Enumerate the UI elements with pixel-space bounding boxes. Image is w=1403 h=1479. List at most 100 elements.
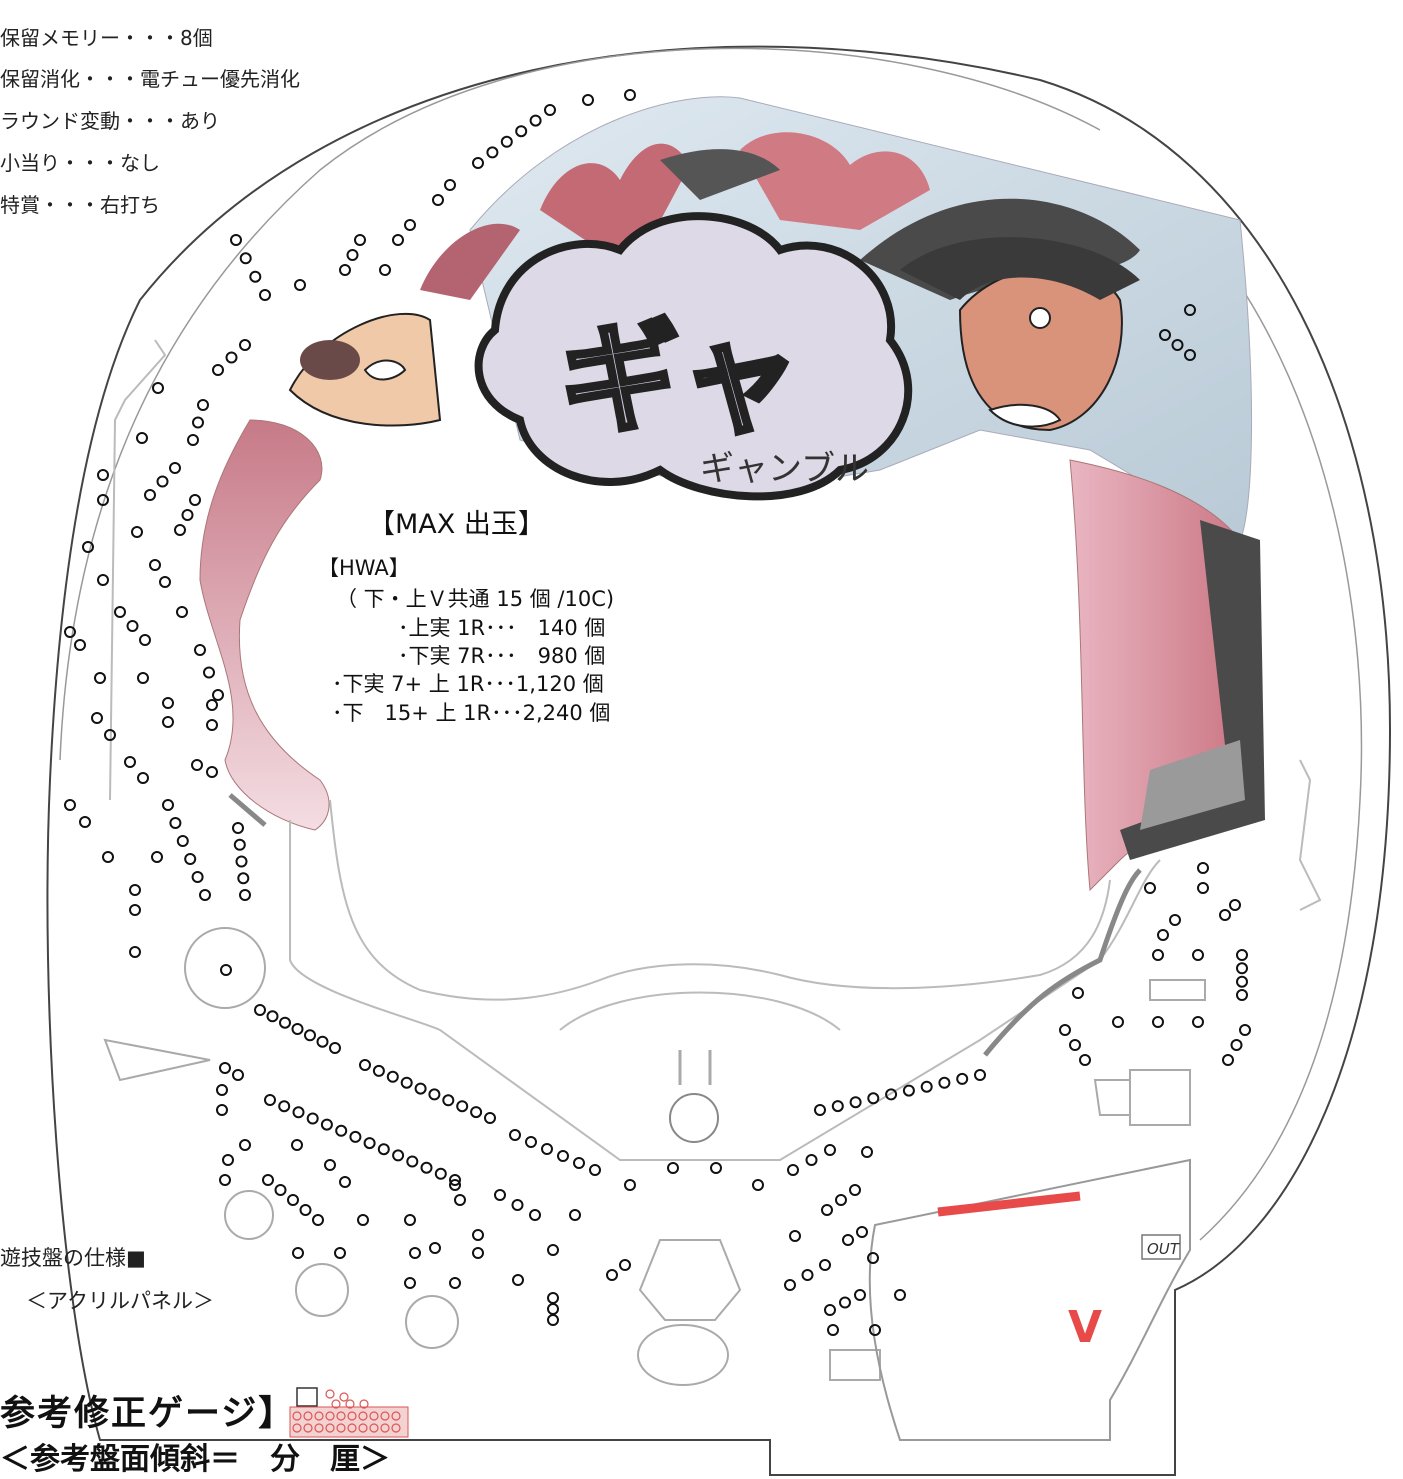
nail [1219,909,1231,921]
center-frame [329,799,1111,1001]
nail [354,234,366,246]
nail [541,1143,553,1155]
nail [131,526,143,538]
nail [91,712,103,724]
nail [137,672,149,684]
nail [206,699,218,711]
nail [94,672,106,684]
nail [956,1072,969,1085]
nail [191,871,204,883]
nail [82,541,94,553]
nail [339,264,351,276]
nail [511,1199,524,1211]
nail [287,1194,299,1206]
nail [404,1214,416,1226]
right-guide-rail [983,868,1142,1057]
nail [784,1279,796,1291]
nail [206,719,218,731]
nail [1236,962,1248,975]
payout-line-lower15-upper1: ･下 15+ 上 1R･･･2,240 個 [332,701,611,725]
gauge-nail [380,1423,390,1433]
nail [74,639,86,651]
nail [259,289,271,301]
nail [525,1136,537,1148]
gauge-nail [358,1411,368,1421]
payout-line-lower-7r: ･下実 7R･･･ 980 個 [398,644,606,668]
gauge-nail [303,1423,313,1433]
nail [432,194,444,206]
nail [279,1016,291,1029]
nail [544,104,556,116]
nail [449,1179,461,1191]
nail [835,1194,847,1206]
nail [494,1189,506,1201]
spec-hold-digest: 保留消化・・・電チュー優先消化 [0,67,300,91]
nail [1197,882,1209,894]
nail [547,1292,559,1304]
nail [266,1010,279,1023]
nail [126,620,139,632]
nail [1157,929,1169,941]
nail [582,94,594,106]
nail [1192,1016,1204,1028]
nail [667,1162,679,1174]
left-ribbon [199,419,330,831]
nail [152,382,164,394]
nail [239,252,252,265]
nail [1236,975,1248,988]
nail [203,666,215,679]
gauge-title: 参考修正ゲージ】 [0,1394,296,1434]
gauge-nail [347,1411,357,1421]
nail [406,1155,419,1168]
gauge-nail [339,1392,349,1402]
nail [235,855,248,868]
nail [149,559,161,571]
nail [404,219,416,231]
nail [129,884,141,896]
nail [299,1204,312,1216]
nail [104,729,116,741]
gauge-nail [336,1423,346,1433]
nail [819,1259,831,1271]
nail [867,1092,880,1105]
nail [974,1069,986,1081]
nail [212,364,224,376]
nail [409,1247,421,1259]
spec-round-change: ラウンド変動・・・あり [0,109,220,133]
attacker-red-bar [937,1191,1081,1217]
payout-line-lower7-upper1: ･下実 7+ 上 1R･･･1,120 個 [332,672,604,696]
nail [920,1080,933,1093]
nail [1079,1054,1091,1066]
nail [787,1164,799,1176]
nail [1184,349,1196,361]
left-guide-rail [228,793,267,827]
nail [335,1124,348,1137]
nail [824,1304,836,1316]
nail [292,1106,305,1119]
nail [176,606,188,618]
nail [938,1076,951,1089]
gauge-nail [314,1423,324,1433]
gauge-nail [391,1411,401,1421]
nail [386,1070,399,1083]
nail [349,1130,362,1143]
nail [192,416,204,429]
nail [827,1324,839,1336]
nail [869,1324,881,1336]
nail [156,475,169,488]
nail [752,1179,764,1191]
nail [1152,949,1164,961]
nail [1144,882,1156,894]
nail [220,964,232,976]
nail [434,1167,447,1180]
nail [377,1143,390,1156]
nail [222,1154,234,1166]
v-zone-label: V [1068,1302,1102,1353]
nail [1222,1054,1234,1066]
nail [589,1164,601,1176]
spec-special-prize: 特賞・・・右打ち [0,193,160,217]
nail [216,1104,228,1116]
nail [312,1214,324,1226]
gauge-nail [314,1411,324,1421]
nail [1229,899,1241,911]
